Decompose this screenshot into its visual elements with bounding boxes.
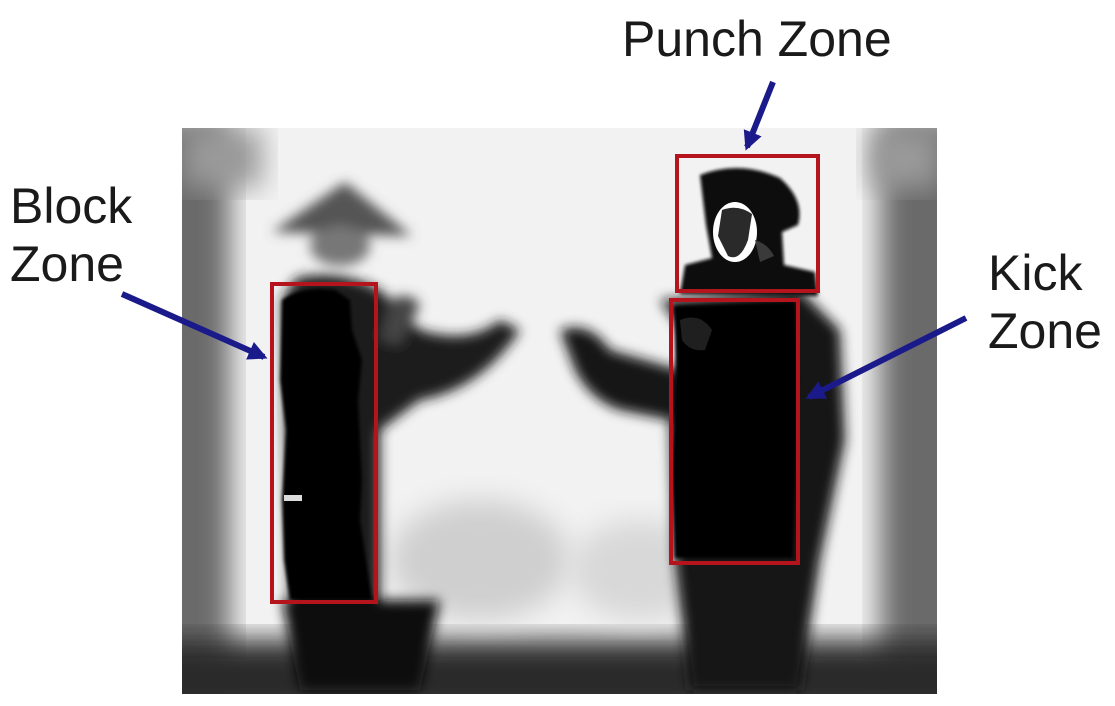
block-zone-label-line-1: Block xyxy=(10,177,132,235)
kick-zone-label-line-1: Kick xyxy=(988,244,1102,302)
kick-zone-label-line-2: Zone xyxy=(988,302,1102,360)
block-zone-label-line-2: Zone xyxy=(10,235,132,293)
kick-zone-label: Kick Zone xyxy=(988,244,1102,360)
block-zone-label: Block Zone xyxy=(10,177,132,293)
punch-zone-label-line: Punch Zone xyxy=(622,11,892,67)
punch-zone-label: Punch Zone xyxy=(622,10,892,68)
